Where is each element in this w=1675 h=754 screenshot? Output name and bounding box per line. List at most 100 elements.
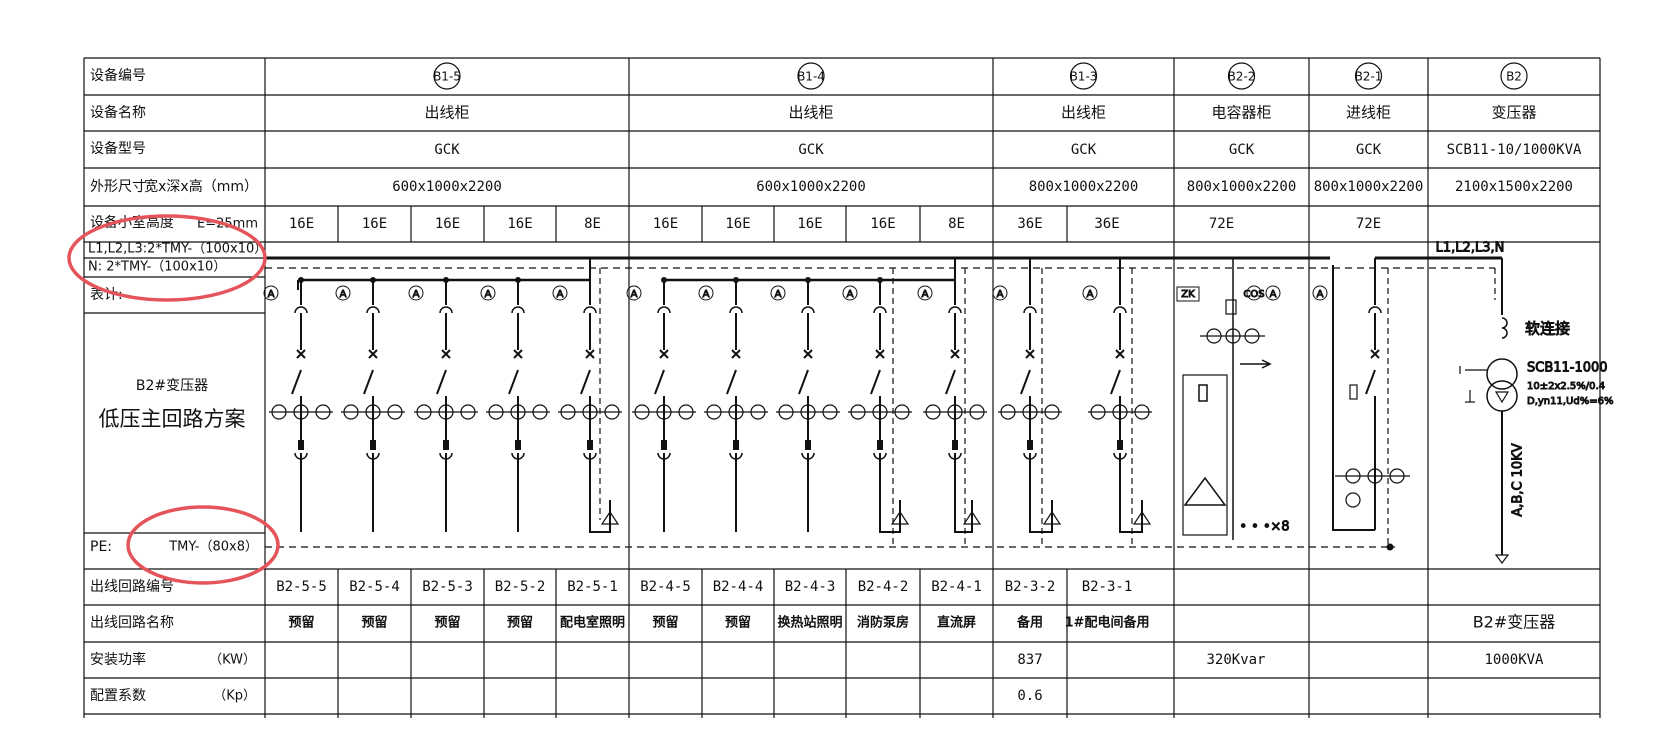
breaker-cross [731,349,741,359]
circuit-name: 预留 [725,615,751,631]
cabinet-size: 600x1000x2200 [392,179,502,195]
plug-contact [873,306,887,314]
plug-contact [657,306,671,314]
breaker-blade [945,369,956,395]
circuit-number: B2-3-2 [1005,579,1056,595]
cabinet-id: B2-2 [1228,70,1256,84]
circuit-name: 1#配电间备用 [1065,615,1150,631]
breaker-blade [726,369,737,395]
breaker-blade [508,369,519,395]
cabinet-size: 2100x1500x2200 [1455,179,1573,195]
red-highlight-busbar [67,214,267,302]
breaker-cross [585,349,595,359]
plug-contact [439,306,453,314]
breaker-blade [291,369,302,395]
breaker-cross [513,349,523,359]
hv-label: A,B,C 10KV [1511,443,1526,516]
surge-arrester [1132,510,1152,525]
incoming-ct [1345,492,1361,508]
feeder-fuse [515,440,521,450]
table-cells: B1-5出线柜GCK600x1000x2200B1-4出线柜GCK600x100… [276,62,1582,704]
row-label-busbar-phase: L1,L2,L3:2*TMY-（100x10） [88,242,267,257]
circuit-number: B2-5-3 [422,579,473,595]
transformer-model: SCB11-1000 [1527,361,1608,376]
delta-symbol [1494,391,1510,404]
cubicle-height-value: 16E [870,216,895,232]
cabinet-id: B1-3 [1070,70,1098,84]
ammeter-symbol [626,285,642,301]
breaker-cross [950,349,960,359]
feeder-fuse [805,440,811,450]
breaker-blade [1110,369,1121,395]
cos-meter [1246,285,1262,301]
capacitor-signal-arrow [1240,359,1272,369]
breaker-cross [803,349,813,359]
row-label-config-coef-unit: （Kp） [213,689,256,704]
zk-label: ZK [1181,289,1195,300]
bus-node [370,277,376,283]
breaker-blade [654,369,665,395]
ammeter-letter: A [922,289,929,300]
transformer-vector-group: D,yn11,Ud%=6% [1527,396,1613,407]
table-grid [83,57,1601,718]
circuit-name: 备用 [1016,615,1043,631]
row-label-scheme-main: 低压主回路方案 [99,407,246,431]
bus-node [298,277,304,283]
cabinet-name: 出线柜 [1061,104,1106,122]
ammeter-letter: A [631,289,638,300]
cabinet-id: B1-5 [433,70,461,84]
ammeter-letter: A [413,289,420,300]
feeder-circuit: A [917,258,987,532]
ammeter-symbol [770,285,786,301]
row-label-power-factor: 功率因数 [90,723,146,740]
feeder-circuit: A [335,280,405,532]
breaker-blade [1020,369,1031,395]
feeder-fuse [443,440,449,450]
surge-arrester [1042,510,1062,525]
capacitor-power-value: 320Kvar [1206,652,1265,668]
plug-contact [1113,306,1127,314]
incoming-ammeter [1312,285,1328,301]
breaker-blade [870,369,881,395]
ammeter-symbol [263,285,279,301]
surge-arrester [962,510,982,525]
breaker-cross [1025,349,1035,359]
breaker-cross [441,349,451,359]
ammeter-letter: A [1087,289,1094,300]
plug-contact [294,306,308,314]
feeder-fuse [370,440,376,450]
capacitor-ammeter [1265,285,1281,301]
row-label-dimensions: 外形尺寸 [90,179,146,195]
cubicle-height-value: 72E [1356,216,1381,232]
circuit-name: 预留 [652,615,678,631]
cabinet-size: 800x1000x2200 [1314,179,1424,195]
circuit-number: B2-4-3 [785,579,836,595]
bus-node [805,277,811,283]
cabinet-id: B2-1 [1355,70,1383,84]
ammeter-symbol [480,285,496,301]
transformer-section: L1,L2,L3,N软连接SCB11-100010±2x2.5%/0.4D,yn… [1435,240,1614,564]
circuit-name: 预留 [361,615,387,631]
capacitor-delta [1183,476,1227,506]
circuit-name: 预留 [288,615,314,631]
row-label-meter: 表计: [90,287,123,303]
circuit-number: B2-4-1 [931,579,982,595]
row-label-device-model: 设备型号 [90,140,146,157]
cubicle-height-value: 16E [725,216,750,232]
bus-node [877,277,883,283]
feeder-fuse [298,440,304,450]
cabinet-model: GCK [1356,142,1382,158]
ammeter-symbol [408,285,424,301]
feeder-circuit: A [770,280,840,532]
circuit-number: B2-4-2 [858,579,909,595]
dc-loop [954,500,973,533]
ammeter-symbol [842,285,858,301]
bus-node [443,277,449,283]
cabinet-id-circle [797,62,825,90]
breaker-cross [659,349,669,359]
cubicle-height-value: 36E [1094,216,1119,232]
red-annotation-marks [67,214,280,585]
capacitor-ct [1225,328,1241,344]
